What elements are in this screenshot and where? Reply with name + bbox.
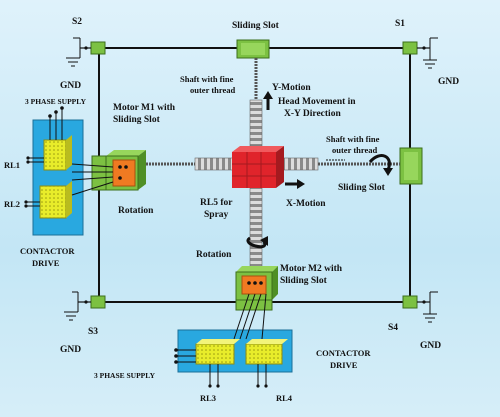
label-contactor-left-1: CONTACTOR xyxy=(20,246,75,256)
label-s1: S1 xyxy=(395,19,405,29)
label-y-motion: Y-Motion xyxy=(272,83,311,93)
rotation-arrowhead-right xyxy=(383,168,393,176)
label-s3: S3 xyxy=(88,327,98,337)
contactor-drive-left xyxy=(24,106,114,236)
shaft-bottom xyxy=(249,177,263,269)
arrow-y-motion xyxy=(263,91,273,110)
motor-m1 xyxy=(105,150,146,191)
switch-s2 xyxy=(66,37,106,67)
label-s4: S4 xyxy=(388,323,398,333)
motor-m2 xyxy=(235,266,278,301)
label-gnd-top-left: GND xyxy=(60,81,81,91)
shaft-left xyxy=(194,157,236,171)
switch-s4 xyxy=(402,291,438,323)
rotation-arrowhead-bottom xyxy=(260,236,268,246)
label-gnd-top-right: GND xyxy=(438,77,459,87)
label-motor-m2-2: Sliding Slot xyxy=(280,276,328,286)
label-rotation-left: Rotation xyxy=(118,206,154,216)
label-rl5-1: RL5 for xyxy=(200,198,233,208)
rotation-arrow-right xyxy=(368,154,391,171)
label-shaft-right-2: outer thread xyxy=(332,145,378,155)
label-shaft-right-1: Shaft with fine xyxy=(326,134,380,144)
spray-head xyxy=(232,146,284,188)
label-motor-m1-2: Sliding Slot xyxy=(113,115,161,125)
switch-s3 xyxy=(64,291,106,321)
label-rl3: RL3 xyxy=(200,393,216,403)
label-rotation-bottom: Rotation xyxy=(196,250,232,260)
label-motor-m2-1: Motor M2 with xyxy=(280,264,343,274)
label-contactor-bottom-2: DRIVE xyxy=(330,360,358,370)
slot-m1-left xyxy=(91,155,107,191)
sliding-slot-top-block xyxy=(236,39,270,59)
label-contactor-left-2: DRIVE xyxy=(32,258,60,268)
label-rl1: RL1 xyxy=(4,160,20,170)
sliding-slot-right-block xyxy=(399,147,423,185)
label-3-phase-supply-left: 3 PHASE SUPPLY xyxy=(25,97,87,106)
label-motor-m1-1: Motor M1 with xyxy=(113,103,176,113)
label-head-movement-2: X-Y Direction xyxy=(284,109,341,119)
label-s2: S2 xyxy=(72,17,82,27)
label-shaft-top-2: outer thread xyxy=(190,85,236,95)
label-rl4: RL4 xyxy=(276,393,293,403)
label-sliding-slot-top: Sliding Slot xyxy=(232,21,280,31)
label-contactor-bottom-1: CONTACTOR xyxy=(316,348,371,358)
slot-m2-bottom xyxy=(235,299,273,311)
label-rl5-2: Spray xyxy=(204,210,229,220)
label-x-motion: X-Motion xyxy=(286,199,326,209)
label-3-phase-supply-bottom: 3 PHASE SUPPLY xyxy=(94,371,156,380)
label-head-movement-1: Head Movement in xyxy=(278,97,356,107)
label-rl2: RL2 xyxy=(4,199,20,209)
contactor-drive-bottom xyxy=(174,293,293,388)
label-gnd-bottom-left: GND xyxy=(60,345,81,355)
switch-s1 xyxy=(402,37,438,69)
rotation-arrow-bottom xyxy=(246,236,267,249)
label-shaft-top-1: Shaft with fine xyxy=(180,74,234,84)
arrow-x-motion xyxy=(285,179,305,189)
label-sliding-slot-right: Sliding Slot xyxy=(338,183,386,193)
label-gnd-bottom-right: GND xyxy=(420,341,441,351)
shaft-top xyxy=(249,99,263,147)
